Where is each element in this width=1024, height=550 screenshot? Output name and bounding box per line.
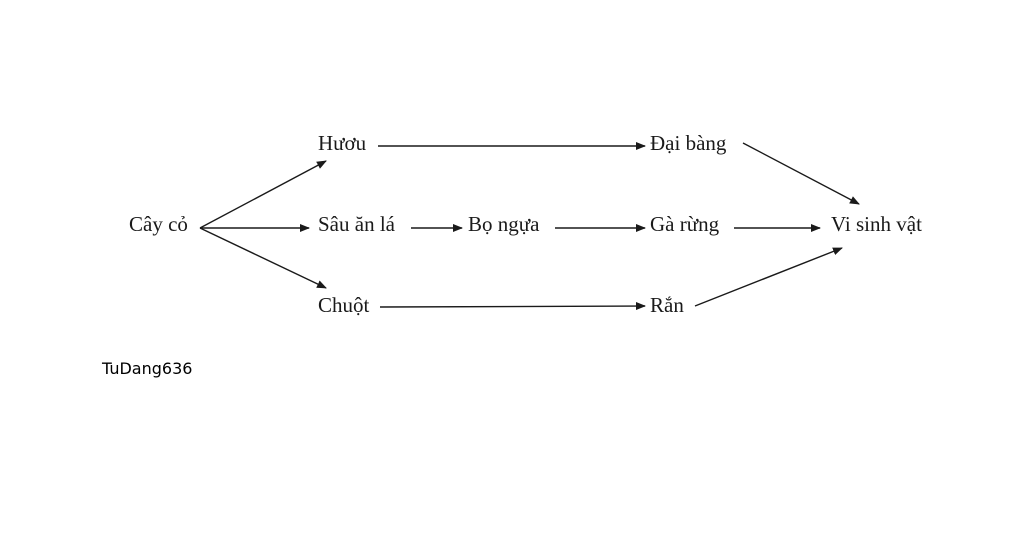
node-sau-an-la: Sâu ăn lá (318, 212, 395, 236)
node-bo-ngua: Bọ ngựa (468, 212, 540, 236)
node-ran: Rắn (650, 293, 684, 317)
arrow-cay-co-to-chuot (199, 227, 327, 289)
node-huou: Hươu (318, 131, 367, 155)
node-dai-bang: Đại bàng (650, 131, 727, 155)
node-ga-rung: Gà rừng (650, 212, 720, 236)
arrow-dai-bang-to-vi-sinh-vat (742, 142, 860, 205)
node-vi-sinh-vat: Vi sinh vật (831, 212, 922, 236)
arrow-chuot-to-ran (379, 302, 646, 311)
node-cay-co: Cây cỏ (129, 212, 188, 236)
author-caption: TuDang636 (102, 359, 193, 378)
arrow-cay-co-to-huou (199, 160, 327, 229)
node-chuot: Chuột (318, 293, 370, 317)
arrow-ran-to-vi-sinh-vat (694, 247, 843, 307)
